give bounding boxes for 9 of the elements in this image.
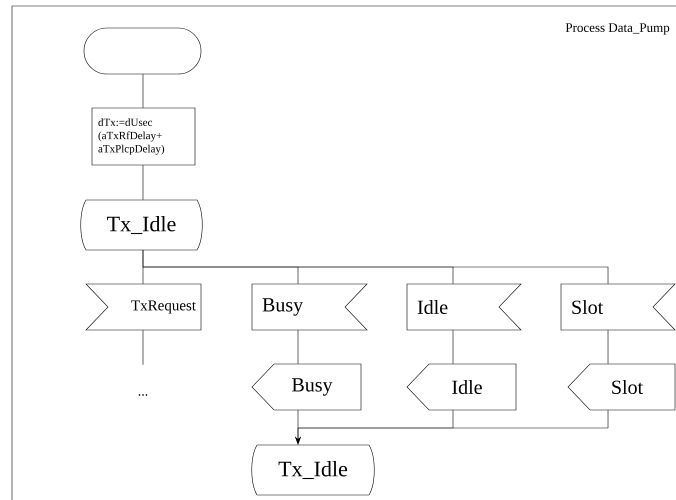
connector	[142, 330, 144, 365]
title: Process Data_Pump	[566, 23, 670, 35]
start-symbol	[84, 28, 202, 74]
continuation-text: ...	[138, 394, 148, 396]
connector	[142, 250, 608, 284]
connector	[142, 165, 144, 200]
connector	[142, 74, 144, 108]
connector	[452, 330, 454, 364]
task-box: dTx:=dUsec (aTxRfDelay+ aTxPlcpDelay)	[92, 108, 196, 166]
